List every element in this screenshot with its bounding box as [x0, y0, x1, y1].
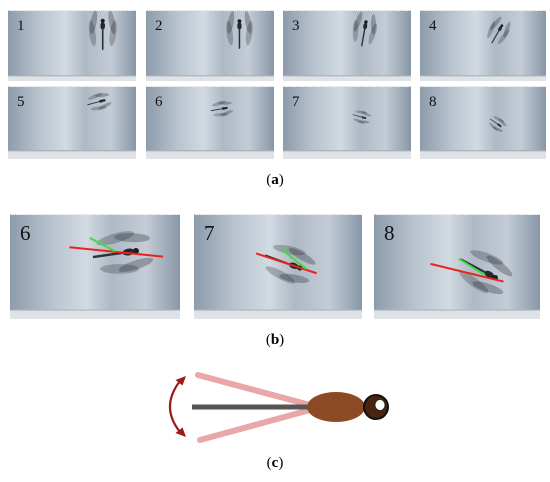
frame-number: 4 — [429, 18, 437, 34]
frame-a-2: 2 — [146, 10, 274, 81]
frame-a-4: 4 — [420, 10, 546, 81]
frame-number: 7 — [204, 221, 215, 245]
caption-b: (b) — [0, 332, 550, 349]
body-axis-line — [69, 246, 164, 258]
wing-axis-line — [280, 248, 308, 270]
wing-sweep-lower — [197, 407, 313, 443]
caption-b-letter: b — [270, 332, 280, 348]
frame-a-5: 5 — [8, 86, 136, 159]
frame-b-1: 6 — [10, 214, 180, 319]
dragonfly — [487, 16, 511, 45]
caption-c-letter: c — [271, 455, 279, 471]
rotation-arrow-head-top — [175, 376, 186, 386]
body-axis-line — [255, 252, 317, 275]
caption-a: (a) — [0, 172, 550, 189]
frame-number: 8 — [384, 221, 395, 245]
frame-number: 7 — [292, 94, 300, 110]
frame-number: 5 — [17, 94, 25, 110]
frame-a-7: 7 — [283, 86, 411, 159]
frame-a-3: 3 — [283, 10, 411, 81]
thorax-body — [307, 392, 365, 422]
dragonfly — [352, 12, 378, 47]
caption-a-open: ( — [266, 172, 272, 188]
dragonfly — [87, 92, 112, 111]
caption-a-close: ) — [278, 172, 284, 188]
frame-b-2: 7 — [194, 214, 362, 319]
rotation-arrow — [168, 380, 181, 433]
frame-number: 1 — [17, 18, 25, 34]
dragonfly — [88, 11, 117, 50]
frame-a-6: 6 — [146, 86, 274, 159]
frame-b-3: 8 — [374, 214, 540, 319]
frame-a-1: 1 — [8, 10, 136, 81]
caption-c-open: ( — [266, 455, 272, 471]
dragonfly — [489, 116, 507, 132]
dragonfly — [92, 231, 154, 274]
caption-a-letter: a — [271, 172, 279, 188]
dragonfly — [352, 110, 371, 124]
caption-c: (c) — [0, 455, 550, 472]
caption-b-close: ) — [279, 332, 285, 348]
frame-number: 6 — [155, 94, 163, 110]
caption-c-close: ) — [278, 455, 284, 471]
wing-sweep-upper — [195, 372, 313, 408]
rotation-arrow-head-bottom — [175, 427, 186, 437]
frame-number: 2 — [155, 18, 163, 34]
caption-b-open: ( — [265, 332, 271, 348]
frame-number: 3 — [292, 18, 300, 34]
dragonfly — [210, 100, 233, 117]
frame-number: 8 — [429, 94, 437, 110]
frame-a-8: 8 — [420, 86, 546, 159]
wing-axis-line — [458, 257, 486, 277]
eye-icon — [374, 399, 386, 411]
body-axis-line — [430, 262, 504, 283]
dragonfly — [226, 11, 253, 49]
wing-axis-line — [89, 236, 116, 253]
dragonfly — [459, 250, 513, 295]
frame-number: 6 — [20, 221, 31, 245]
panel-c-diagram — [168, 372, 389, 443]
